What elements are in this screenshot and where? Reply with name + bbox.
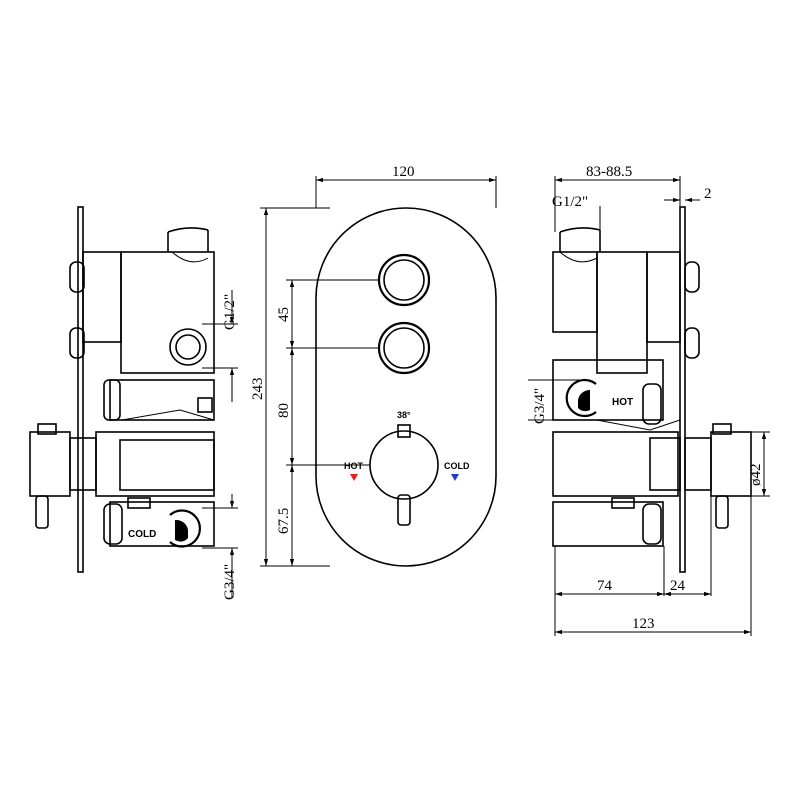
- right-depth-total-label: 123: [632, 616, 655, 632]
- left-knob-lower: [69, 327, 85, 359]
- right-g34-label: G3/4": [532, 388, 548, 424]
- right-plate-thickness-label: 2: [704, 186, 712, 202]
- left-side-outlet-inner: [175, 334, 201, 360]
- left-lower-knob: [103, 503, 123, 545]
- right-knob-upper: [684, 261, 700, 293]
- right-top-outlet: [559, 227, 601, 252]
- front-face-plate: [315, 207, 497, 567]
- front-upper-knob-inner: [383, 259, 425, 301]
- left-main-body: [120, 251, 215, 374]
- right-upper-body: [646, 251, 681, 343]
- left-central-body: [95, 431, 215, 497]
- left-wall-plate: [77, 206, 84, 573]
- left-mid-block: [197, 397, 213, 413]
- left-handle-cylinder: [29, 431, 71, 497]
- front-hot-label: HOT: [344, 461, 364, 471]
- front-cold-label: COLD: [444, 461, 470, 471]
- left-handle-neck: [69, 437, 97, 491]
- right-handle-lever: [715, 495, 729, 529]
- right-knob-lower: [684, 327, 700, 359]
- left-knob-upper: [69, 261, 85, 293]
- front-width-extension: [315, 176, 497, 208]
- left-top-outlet-curve: [171, 251, 209, 263]
- left-top-outlet: [167, 227, 209, 252]
- left-lower-body: [109, 501, 215, 547]
- left-g12-label: G1/2": [222, 294, 238, 330]
- left-handle-cap: [37, 423, 57, 435]
- left-mid-body: [109, 379, 215, 421]
- right-diameter-label: ø42: [748, 464, 764, 487]
- right-top-outlet-curve: [559, 251, 598, 263]
- right-lower-tab: [611, 497, 635, 509]
- front-lower-knob-inner: [383, 327, 425, 369]
- right-depth-body-label: 74: [597, 578, 613, 594]
- right-lower-body: [552, 501, 664, 547]
- right-wall-plate: [679, 206, 686, 573]
- left-handle-lever: [35, 495, 49, 529]
- left-lower-tab: [127, 497, 151, 509]
- front-dial-pointer: [397, 424, 411, 438]
- right-handle-cylinder: [710, 431, 752, 497]
- front-view: 38° HOT COLD 120 243 45 80 67.5: [250, 164, 497, 567]
- left-g34-label: G3/4": [222, 564, 238, 600]
- left-central-inner: [119, 439, 215, 491]
- front-handle-lever: [397, 494, 411, 526]
- front-height-label: 243: [250, 378, 266, 401]
- front-spacing-675-label: 67.5: [276, 508, 292, 534]
- front-width-label: 120: [392, 164, 415, 180]
- front-cold-marker: [451, 474, 459, 481]
- right-mid-skew: [596, 419, 681, 431]
- right-g12-extension: [554, 206, 601, 232]
- right-central-inner: [649, 437, 681, 491]
- front-temperature-label: 38°: [397, 410, 411, 420]
- left-mid-knob: [103, 379, 121, 421]
- front-spacing-80-label: 80: [276, 403, 292, 418]
- left-upper-body: [82, 251, 122, 343]
- right-g34-extension: [528, 379, 590, 421]
- left-inlet-extension-lines: [202, 507, 238, 549]
- right-bottom-extension: [554, 496, 752, 636]
- right-mid-body: [552, 359, 664, 421]
- front-height-extension: [260, 207, 330, 567]
- left-cold-inlet-fill: [175, 519, 188, 542]
- right-mid-knob: [642, 383, 662, 425]
- left-side-outlet-outer: [169, 328, 207, 366]
- front-thermostat-dial: [369, 430, 439, 500]
- right-hot-inlet-fill: [578, 389, 590, 412]
- front-lower-knob-outer: [377, 321, 431, 375]
- right-depth-range-label: 83-88.5: [586, 164, 632, 180]
- right-handle-cap: [712, 423, 732, 435]
- right-hot-label: HOT: [612, 397, 633, 408]
- front-spacing-45-label: 45: [276, 307, 292, 322]
- front-spacing-extension: [286, 279, 380, 466]
- right-side-view: G1/2" HOT G3/4" ø42 83-88.5 2: [528, 164, 770, 636]
- right-main-body: [596, 251, 648, 374]
- front-hot-marker: [350, 474, 358, 481]
- front-upper-knob-outer: [377, 253, 431, 307]
- right-lower-knob: [642, 503, 662, 545]
- right-handle-neck: [684, 437, 712, 491]
- left-side-view: COLD G1/2" G3/4": [29, 206, 238, 600]
- left-cold-label: COLD: [128, 529, 156, 540]
- right-g12-label: G1/2": [552, 194, 588, 210]
- left-cold-inlet: [169, 509, 202, 548]
- right-depth-handle-label: 24: [670, 578, 686, 594]
- right-central-body: [552, 431, 679, 497]
- left-mid-skew: [121, 409, 215, 421]
- right-top-block: [552, 251, 598, 333]
